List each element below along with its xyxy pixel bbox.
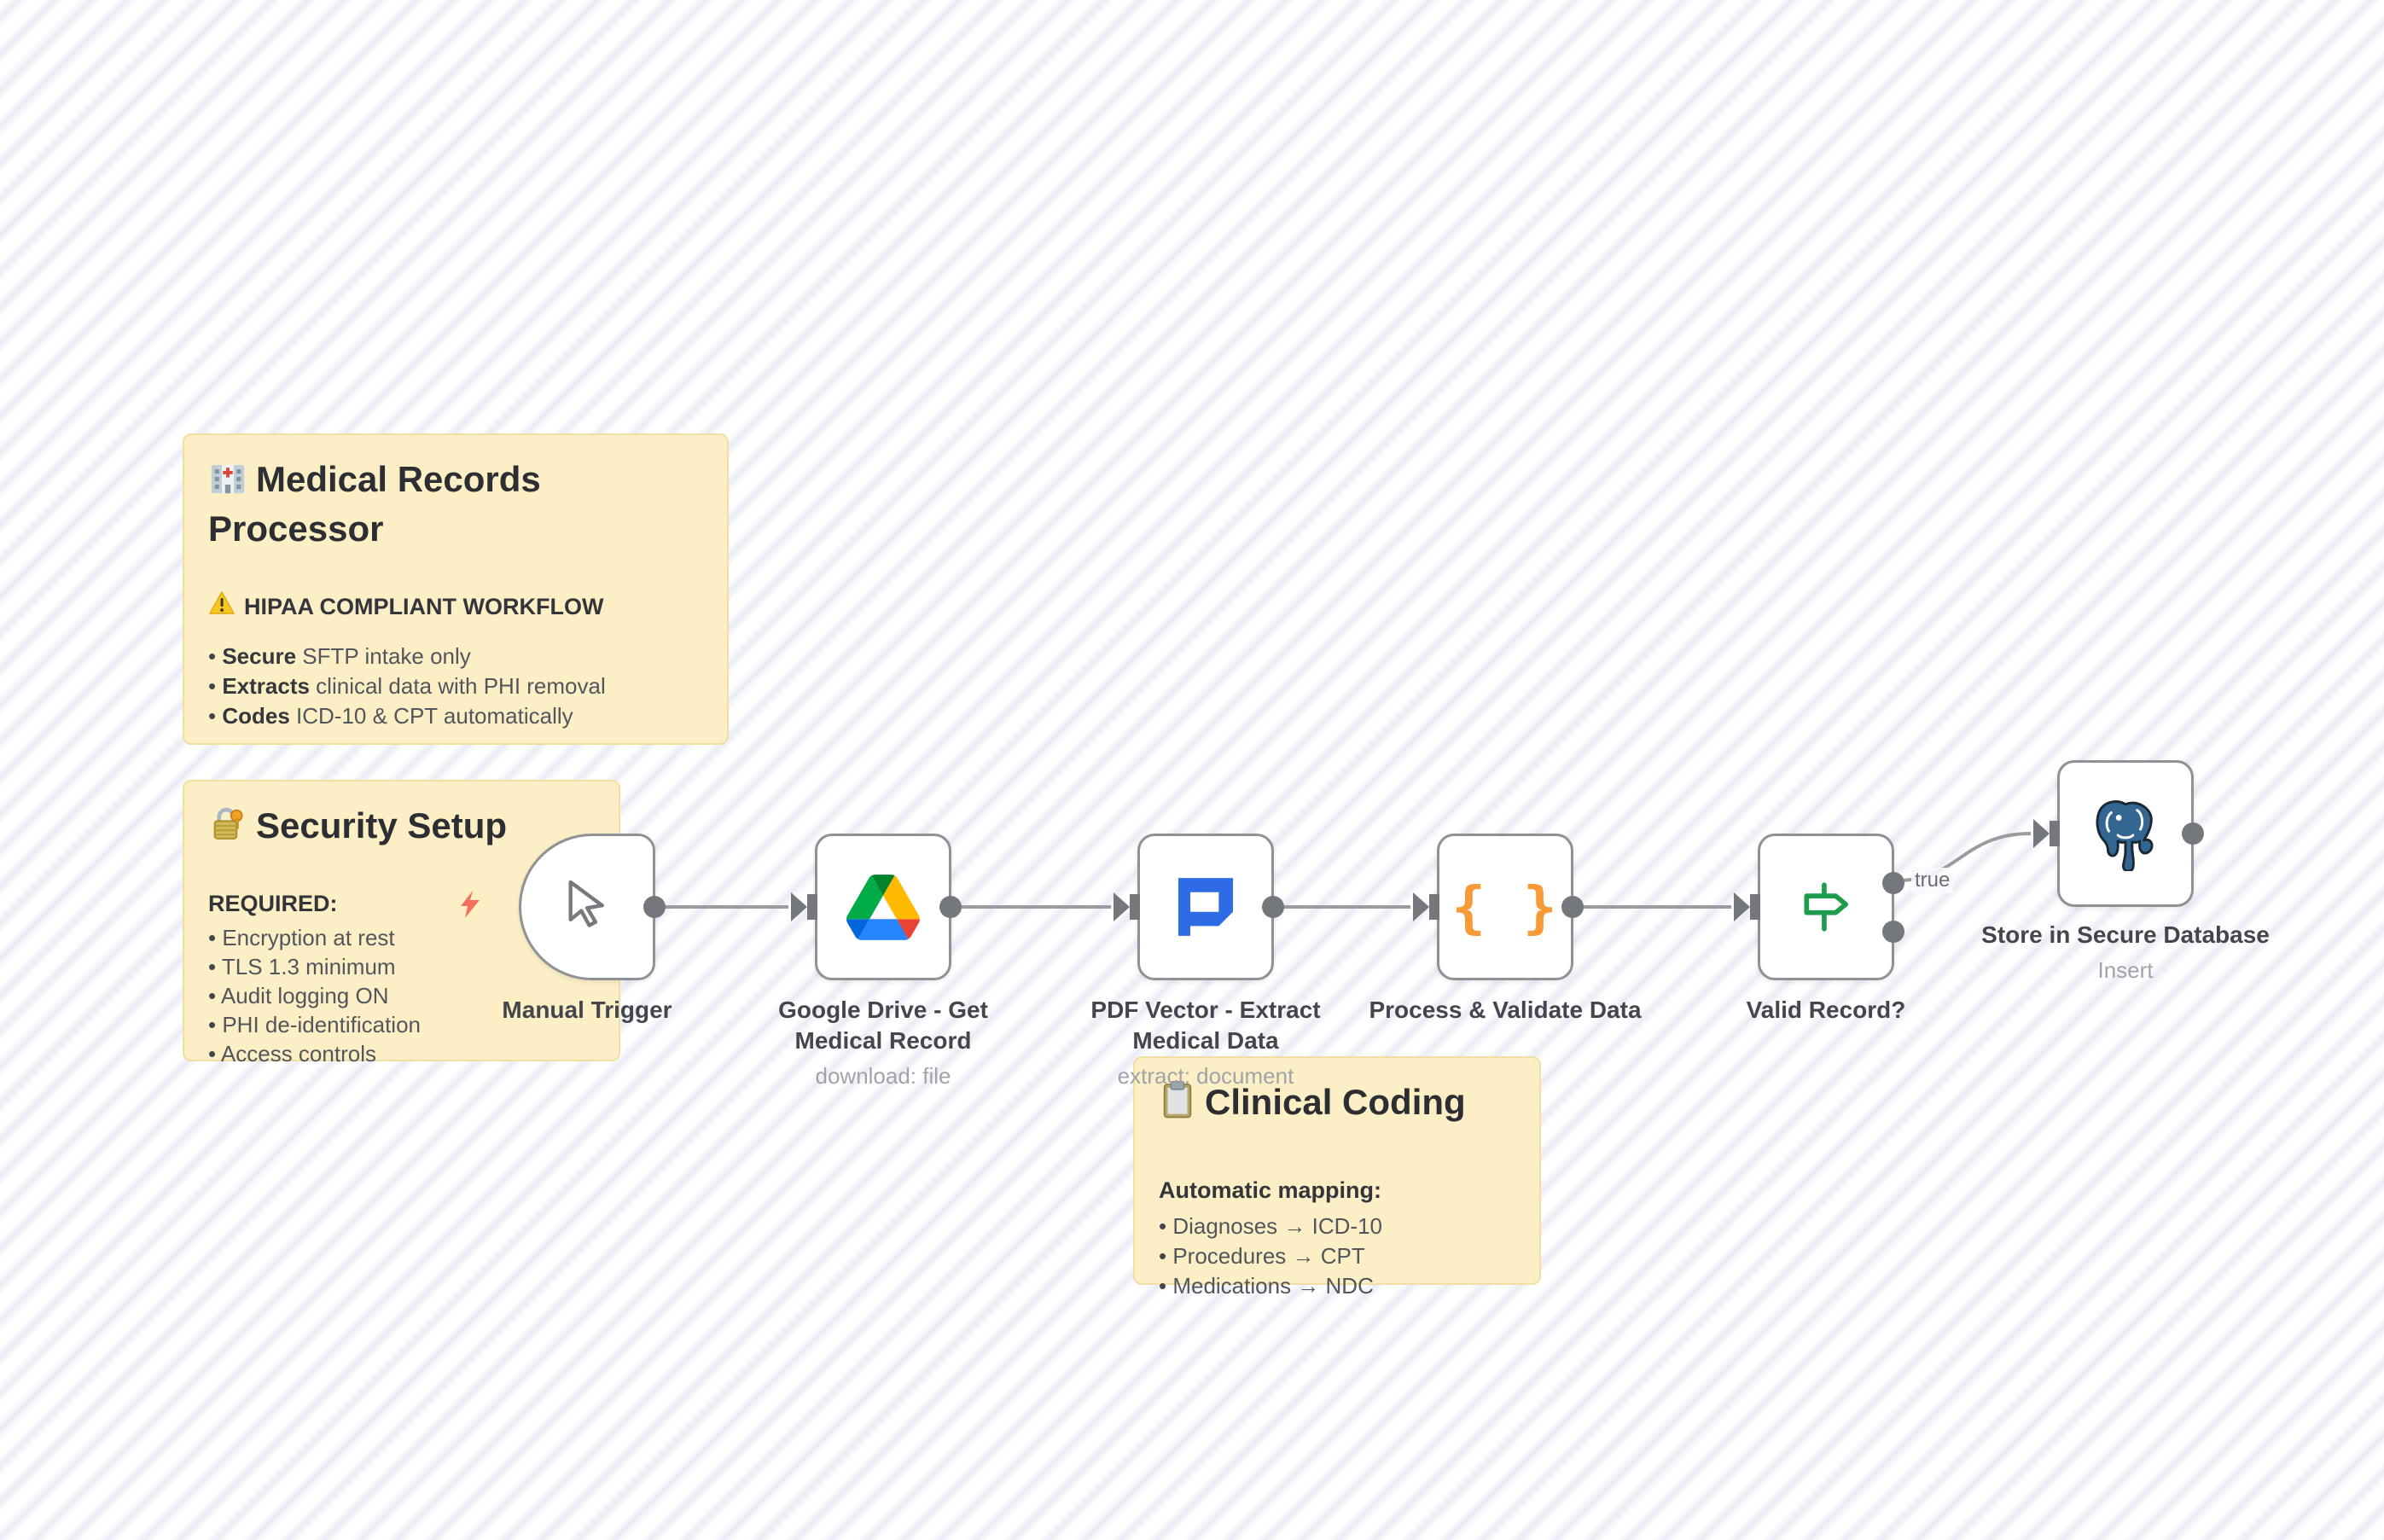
google-drive-icon: [817, 836, 949, 978]
sticky-title: Medical Records Processor: [208, 457, 541, 549]
output-port[interactable]: [1561, 896, 1584, 918]
sticky-heading: Automatic mapping:: [1159, 1177, 1381, 1203]
sticky-bullet-list: Secure SFTP intake only Extracts clinica…: [208, 642, 703, 731]
node-postgres[interactable]: Store in Secure Database Insert: [1981, 760, 2270, 983]
output-port[interactable]: [2182, 822, 2204, 845]
clipboard-icon: [1159, 1080, 1196, 1130]
cursor-icon: [521, 836, 653, 978]
list-item: Access controls: [208, 1039, 595, 1068]
sticky-note-medical-records[interactable]: Medical Records Processor HIPAA COMPLIAN…: [183, 433, 729, 745]
sticky-title: Clinical Coding: [1159, 1080, 1515, 1130]
input-port[interactable]: [2033, 819, 2060, 848]
signpost-icon: [1760, 836, 1892, 978]
node-google-drive[interactable]: Google Drive - Get Medical Record downlo…: [778, 834, 988, 1089]
hospital-icon: [208, 457, 247, 507]
pdf-vector-icon: [1140, 836, 1271, 978]
node-subtitle: extract: document: [1117, 1063, 1294, 1089]
postgresql-elephant-icon: [2060, 763, 2191, 904]
node-title: Google Drive - Get Medical Record downlo…: [778, 995, 988, 1091]
wire-true-label: true: [1911, 868, 1954, 893]
node-title: Manual Trigger: [502, 997, 672, 1023]
list-item: Audit logging ON: [208, 981, 595, 1010]
code-braces-icon: { }: [1451, 874, 1559, 940]
sticky-note-clinical-coding[interactable]: Clinical Coding Automatic mapping: Diagn…: [1133, 1056, 1541, 1299]
sticky-heading: REQUIRED:: [208, 891, 338, 916]
list-item: Secure SFTP intake only: [208, 642, 703, 671]
list-item: PHI de-identification: [208, 1010, 595, 1039]
node-valid-record-if[interactable]: Valid Record?: [1734, 834, 1905, 1023]
warning-icon: [208, 590, 235, 623]
lock-with-key-icon: [208, 804, 247, 853]
sticky-title: Security Setup: [208, 804, 595, 853]
output-port[interactable]: [1262, 896, 1284, 918]
input-port[interactable]: [1413, 892, 1439, 921]
output-port[interactable]: [939, 896, 962, 918]
node-title: Process & Validate Data: [1369, 997, 1642, 1023]
node-subtitle: download: file: [815, 1063, 951, 1089]
node-title: Valid Record?: [1746, 997, 1906, 1023]
node-process-validate[interactable]: { } Process & Validate Data: [1369, 834, 1642, 1023]
node-pdf-vector[interactable]: PDF Vector - Extract Medical Data extrac…: [1090, 834, 1321, 1089]
sticky-bullet-list: Diagnoses → ICD-10 Procedures → CPT Medi…: [1159, 1212, 1515, 1301]
list-item: Medications → NDC: [1159, 1271, 1515, 1301]
output-port[interactable]: [643, 896, 666, 918]
list-item: TLS 1.3 minimum: [208, 952, 595, 981]
input-port[interactable]: [1114, 892, 1140, 921]
input-port[interactable]: [1734, 892, 1760, 921]
node-manual-trigger[interactable]: Manual Trigger: [502, 834, 672, 1023]
list-item: Encryption at rest: [208, 923, 595, 952]
list-item: Extracts clinical data with PHI removal: [208, 671, 703, 701]
list-item: Procedures → CPT: [1159, 1241, 1515, 1271]
input-port[interactable]: [791, 892, 817, 921]
list-item: Codes ICD-10 & CPT automatically: [208, 701, 703, 731]
output-port-true[interactable]: [1882, 872, 1904, 894]
node-title: PDF Vector - Extract Medical Data extrac…: [1090, 995, 1320, 1091]
sticky-heading: HIPAA COMPLIANT WORKFLOW: [208, 590, 703, 623]
output-port-false[interactable]: [1882, 921, 1904, 943]
lightning-bolt-icon: [459, 891, 481, 922]
node-subtitle: Insert: [2097, 957, 2154, 983]
node-title: Store in Secure Database Insert: [1981, 920, 2270, 985]
sticky-bullet-list: Encryption at rest TLS 1.3 minimum Audit…: [208, 923, 595, 1068]
list-item: Diagnoses → ICD-10: [1159, 1212, 1515, 1241]
